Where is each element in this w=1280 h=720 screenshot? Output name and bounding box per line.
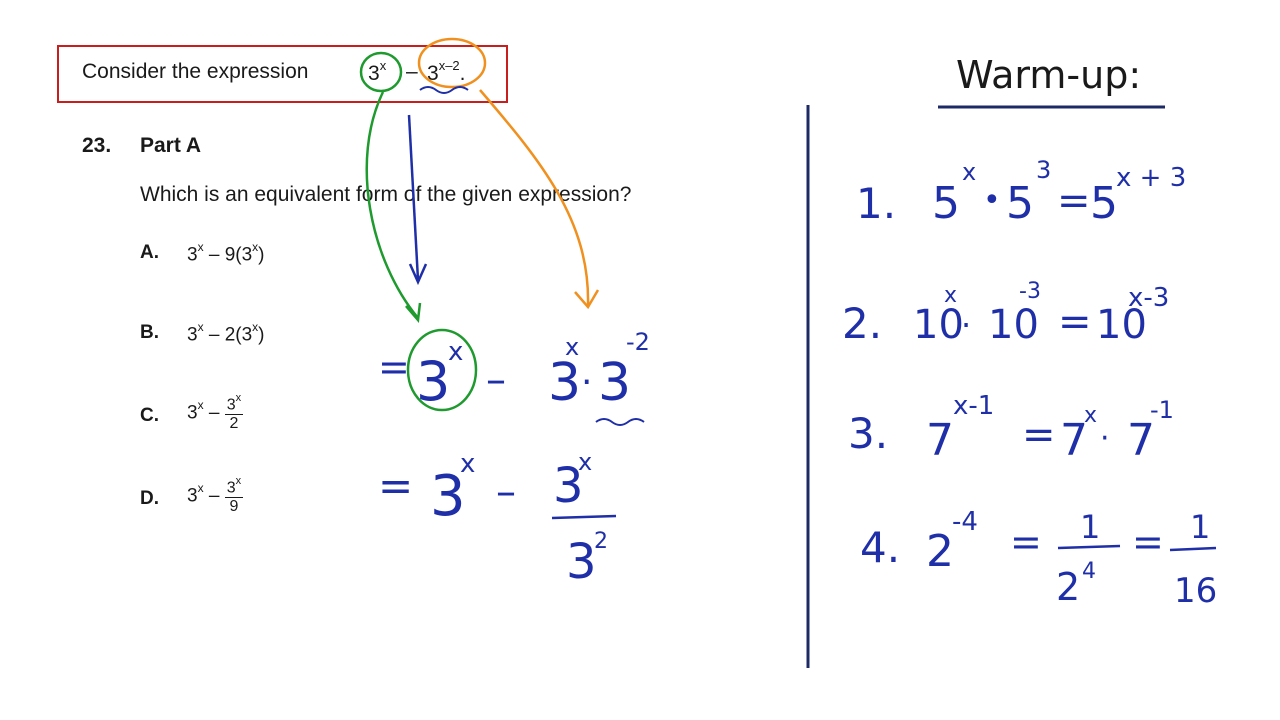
question-number: 23. xyxy=(82,134,112,157)
warmup-1-b: 5 xyxy=(1006,178,1034,229)
work-line2-num-base: 3 xyxy=(553,458,584,514)
option-b-letter[interactable]: B. xyxy=(140,322,159,343)
option-a-expression[interactable]: 3x – 9(3x) xyxy=(187,240,265,266)
warmup-4-eq2: = xyxy=(1132,520,1164,564)
warmup-2-a: 10 xyxy=(913,302,964,348)
question-part: Part A xyxy=(140,134,202,157)
work-line1-dot: · xyxy=(581,362,592,403)
warmup-4-frac2-bar xyxy=(1169,546,1217,552)
work-line1-base1: 3 xyxy=(416,350,450,413)
warmup-3-be: x xyxy=(1084,403,1097,428)
warmup-2-be: -3 xyxy=(1019,279,1041,304)
orange-circle-prompt xyxy=(417,37,487,89)
work-line1-base3: 3 xyxy=(598,353,631,413)
prompt-prefix: Consider the expression xyxy=(82,60,309,83)
blue-squiggle-work xyxy=(595,418,645,426)
warmup-4-eq: = xyxy=(1010,520,1042,564)
warmup-2-ce: x-3 xyxy=(1128,283,1169,313)
warmup-4-ae: -4 xyxy=(952,507,978,537)
warmup-1-a: 5 xyxy=(932,178,960,229)
warmup-4-frac2-num: 1 xyxy=(1190,508,1210,546)
green-circle-prompt xyxy=(359,51,403,93)
work-line1-exp1: x xyxy=(448,337,463,367)
warmup-4-frac1-den-exp: 4 xyxy=(1082,559,1096,584)
warmup-4-frac2-den: 16 xyxy=(1174,571,1217,611)
option-d-expression[interactable]: 3x – 3x 9 xyxy=(187,475,244,516)
option-b-expression[interactable]: 3x – 2(3x) xyxy=(187,320,265,346)
expr-term-1: 3x xyxy=(368,58,387,85)
green-arrowhead xyxy=(405,302,422,323)
warmup-2-op: · xyxy=(961,306,971,344)
work-line1-exp3: -2 xyxy=(626,328,650,356)
work-line2-den-base: 3 xyxy=(566,534,597,590)
work-line2-minus: – xyxy=(496,469,516,515)
warmup-3-ce: -1 xyxy=(1150,396,1174,424)
work-line2-den-exp: 2 xyxy=(594,529,608,554)
warmup-2-ae: x xyxy=(944,283,957,308)
warmup-4-frac1-bar xyxy=(1057,544,1121,550)
warmup-1-c: 5 xyxy=(1090,178,1118,229)
orange-arrowhead xyxy=(574,289,600,310)
warmup-2-num: 2. xyxy=(842,299,882,348)
prompt-text: Consider the expression xyxy=(82,60,308,84)
warmup-1-be: 3 xyxy=(1036,156,1051,184)
warmup-3-b: 7 xyxy=(1060,415,1088,466)
work-line2-num-exp: x xyxy=(578,448,592,476)
warmup-1-eq: = xyxy=(1057,178,1091,224)
work-line1-eq: = xyxy=(378,345,410,389)
warmup-3-a: 7 xyxy=(926,415,954,466)
warmup-1-op: • xyxy=(983,183,1001,218)
option-c-letter[interactable]: C. xyxy=(140,405,159,426)
warmup-1-ae: x xyxy=(962,158,976,186)
work-line2-eq: = xyxy=(378,461,413,510)
warmup-4-frac1-num: 1 xyxy=(1080,508,1100,546)
warmup-3-c: 7 xyxy=(1127,415,1155,466)
prompt-box xyxy=(57,45,508,103)
option-c-expression[interactable]: 3x – 3x 2 xyxy=(187,392,244,433)
warmup-4-frac1-den: 2 xyxy=(1056,565,1080,609)
work-line1-minus: – xyxy=(486,357,506,403)
work-line2-exp1: x xyxy=(460,449,475,479)
warmup-2-c: 10 xyxy=(1096,302,1147,348)
warmup-3-num: 3. xyxy=(848,409,888,458)
question-stem: Which is an equivalent form of the given… xyxy=(140,183,632,206)
warmup-2-b: 10 xyxy=(988,302,1039,348)
option-d-letter[interactable]: D. xyxy=(140,488,159,509)
warmup-4-num: 4. xyxy=(860,523,900,572)
option-a-letter[interactable]: A. xyxy=(140,242,159,263)
warmup-3-op: · xyxy=(1100,421,1110,456)
option-c-fraction: 3x 2 xyxy=(224,392,244,433)
work-line1-exp2: x xyxy=(565,333,579,361)
blue-arrow xyxy=(407,114,420,281)
expr-minus: – xyxy=(406,60,418,83)
orange-arrow xyxy=(479,89,590,306)
warmup-4-a: 2 xyxy=(926,526,954,577)
green-arrow xyxy=(365,91,419,319)
work-line2-fraction-bar xyxy=(551,514,617,520)
work-line1-base2: 3 xyxy=(548,353,581,413)
warmup-1-ce: x + 3 xyxy=(1116,163,1186,193)
green-circle-work xyxy=(406,328,478,412)
work-line2-base1: 3 xyxy=(430,464,466,529)
warmup-2-eq: = xyxy=(1058,299,1092,345)
warmup-1-num: 1. xyxy=(856,179,896,228)
option-d-fraction: 3x 9 xyxy=(224,475,244,516)
warmup-3-ae: x-1 xyxy=(953,391,994,421)
blue-squiggle-prompt xyxy=(419,86,469,94)
warmup-3-eq: = xyxy=(1022,412,1056,458)
expr-term-2: 3x–2. xyxy=(427,58,466,85)
blue-arrowhead xyxy=(408,263,428,286)
warmup-title: Warm-up: xyxy=(956,53,1141,97)
